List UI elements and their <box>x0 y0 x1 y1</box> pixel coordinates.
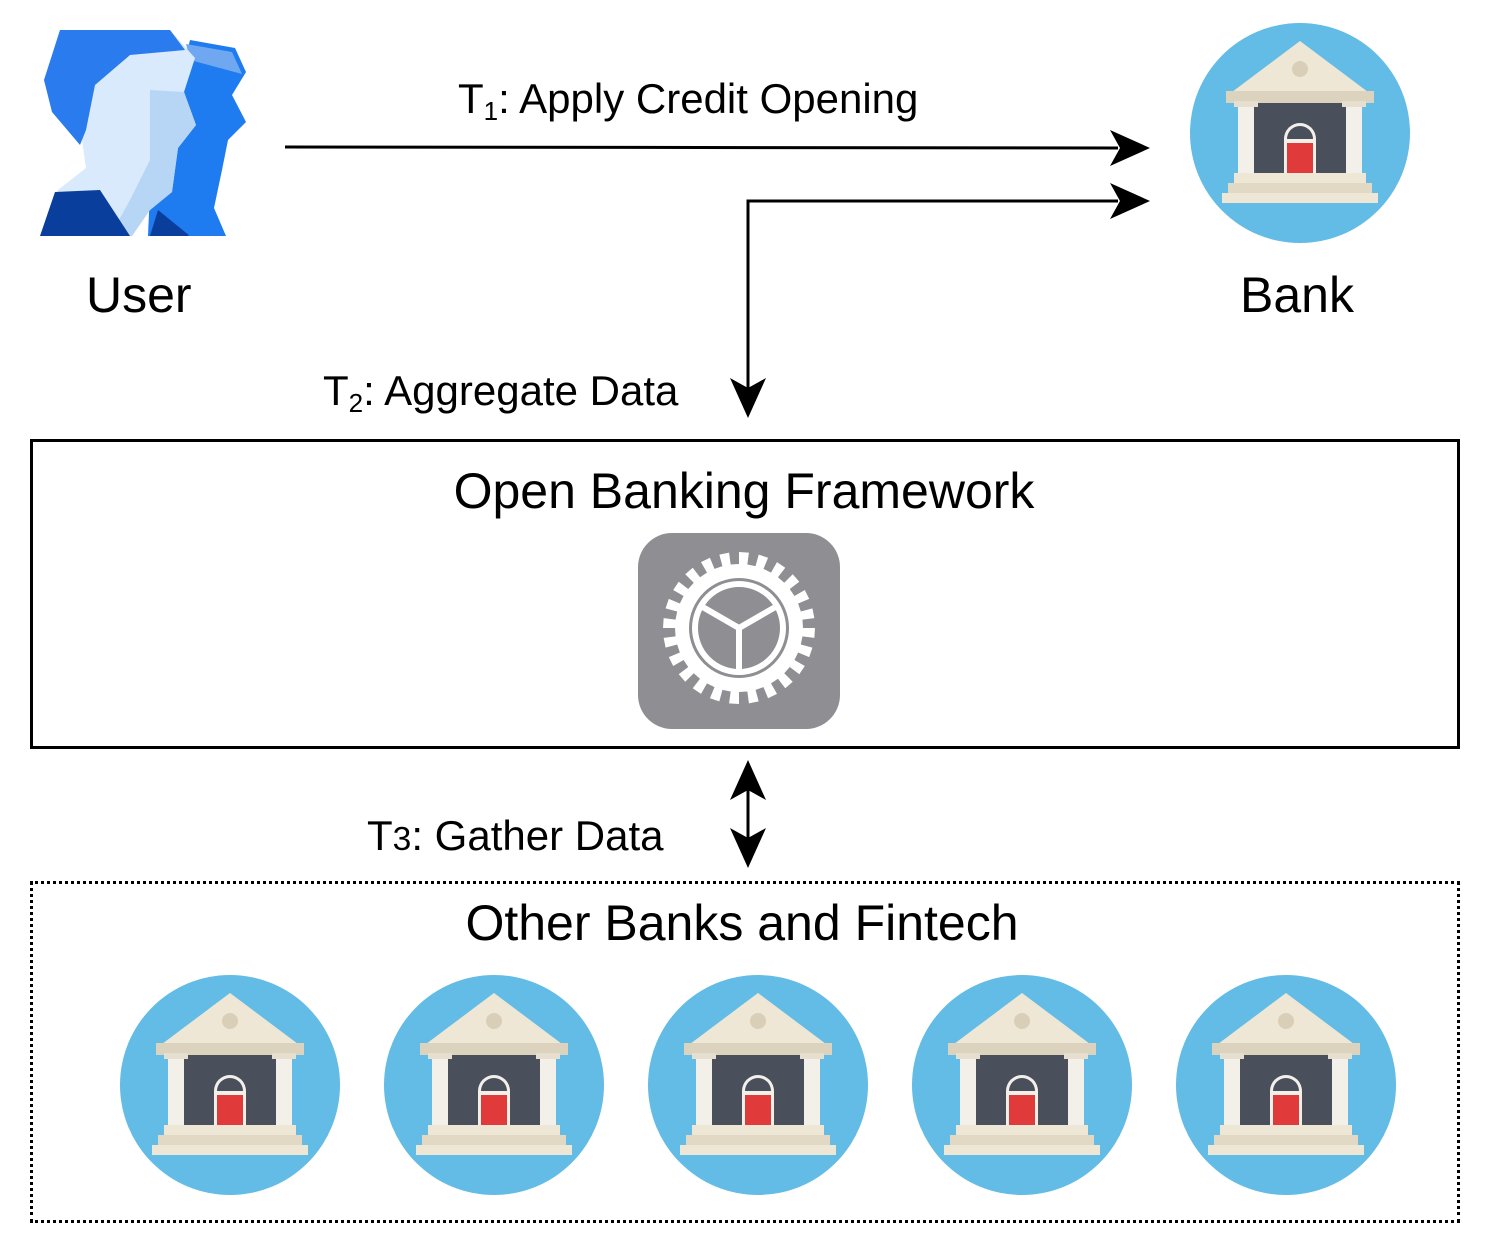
t1-arrow <box>284 130 1150 166</box>
t1-letter: T <box>458 75 484 122</box>
t2-letter: T <box>323 367 349 414</box>
t2-label: T2: Aggregate Data <box>323 367 679 417</box>
t2-text: : Aggregate Data <box>363 367 679 414</box>
t3-arrow <box>730 760 766 868</box>
t3-letter: T <box>367 812 393 859</box>
t2-arrow <box>730 183 1150 418</box>
other-banks-box <box>30 881 1460 1223</box>
t3-label: T3: Gather Data <box>367 815 663 857</box>
t1-index: 1 <box>483 96 499 127</box>
framework-box <box>30 439 1460 749</box>
other-banks-title: Other Banks and Fintech <box>465 895 1019 951</box>
t2-index: 2 <box>348 388 364 419</box>
t3-text: : Gather Data <box>411 812 664 859</box>
bank-label: Bank <box>1240 267 1354 323</box>
t3-index: 3 <box>392 821 412 858</box>
t1-text: : Apply Credit Opening <box>498 75 919 122</box>
user-label: User <box>86 267 192 323</box>
t1-label: T1: Apply Credit Opening <box>458 75 919 125</box>
framework-title: Open Banking Framework <box>453 463 1035 519</box>
